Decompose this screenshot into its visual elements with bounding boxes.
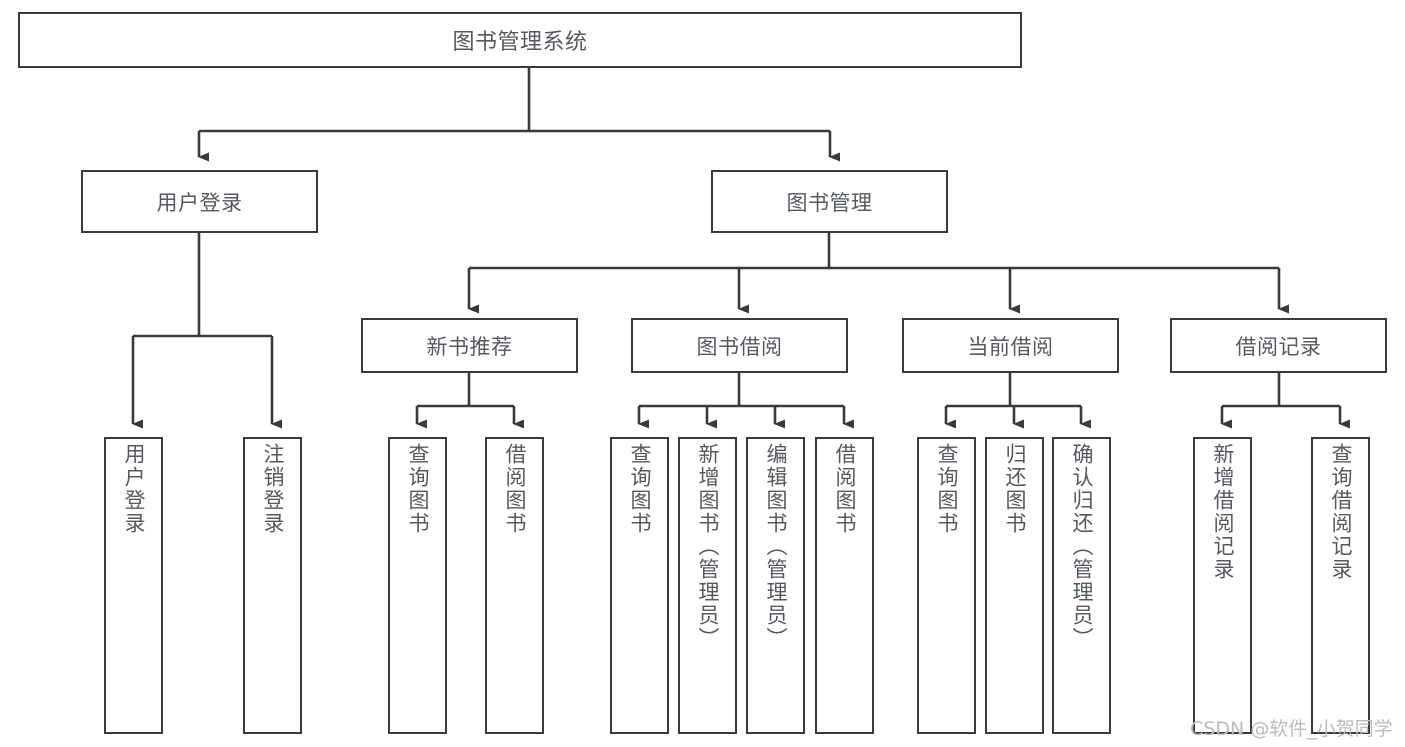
node-book-management[interactable]: 图书管理 — [711, 170, 948, 233]
node-book-management-label: 图书管理 — [786, 190, 873, 215]
node-current-borrow-label: 当前借阅 — [967, 334, 1054, 359]
leaf-query-book-2[interactable]: 查询图书 — [610, 437, 669, 734]
leaf-borrow-book-2-label: 借阅图书 — [832, 443, 857, 535]
leaf-query-borrow-record[interactable]: 查询借阅记录 — [1311, 437, 1370, 734]
leaf-query-book-2-label: 查询图书 — [627, 443, 652, 535]
node-borrow-record[interactable]: 借阅记录 — [1170, 318, 1387, 373]
node-new-book-recommend[interactable]: 新书推荐 — [361, 318, 578, 373]
leaf-edit-book[interactable]: 编辑图书（管理员） — [746, 437, 805, 734]
leaf-add-book[interactable]: 新增图书（管理员） — [678, 437, 737, 734]
leaf-confirm-return-label: 确认归还（管理员） — [1069, 443, 1094, 650]
node-book-borrow-label: 图书借阅 — [696, 334, 783, 359]
node-root-label: 图书管理系统 — [452, 30, 588, 55]
node-user-login-label: 用户登录 — [156, 190, 243, 215]
leaf-query-book-3[interactable]: 查询图书 — [917, 437, 976, 734]
node-borrow-record-label: 借阅记录 — [1235, 334, 1322, 359]
leaf-return-book-label: 归还图书 — [1002, 443, 1027, 535]
node-root[interactable]: 图书管理系统 — [18, 12, 1022, 68]
leaf-query-book-3-label: 查询图书 — [934, 443, 959, 535]
leaf-add-borrow-record-label: 新增借阅记录 — [1210, 443, 1235, 581]
leaf-borrow-book-1[interactable]: 借阅图书 — [485, 437, 544, 734]
leaf-confirm-return[interactable]: 确认归还（管理员） — [1052, 437, 1111, 734]
leaf-borrow-book-2[interactable]: 借阅图书 — [815, 437, 874, 734]
watermark: CSDN @软件_小贺同学 — [1190, 718, 1393, 740]
leaf-logout[interactable]: 注销登录 — [243, 437, 302, 734]
leaf-borrow-book-1-label: 借阅图书 — [502, 443, 527, 535]
leaf-add-book-label: 新增图书（管理员） — [695, 443, 720, 650]
leaf-query-borrow-record-label: 查询借阅记录 — [1328, 443, 1353, 581]
leaf-add-borrow-record[interactable]: 新增借阅记录 — [1193, 437, 1252, 734]
leaf-query-book-1-label: 查询图书 — [405, 443, 430, 535]
leaf-return-book[interactable]: 归还图书 — [985, 437, 1044, 734]
leaf-logout-label: 注销登录 — [260, 443, 285, 535]
node-new-book-recommend-label: 新书推荐 — [426, 334, 513, 359]
node-current-borrow[interactable]: 当前借阅 — [902, 318, 1119, 373]
leaf-edit-book-label: 编辑图书（管理员） — [763, 443, 788, 650]
node-book-borrow[interactable]: 图书借阅 — [631, 318, 848, 373]
leaf-query-book-1[interactable]: 查询图书 — [388, 437, 447, 734]
node-user-login[interactable]: 用户登录 — [81, 170, 318, 233]
leaf-user-login[interactable]: 用户登录 — [104, 437, 163, 734]
leaf-user-login-label: 用户登录 — [121, 443, 146, 535]
